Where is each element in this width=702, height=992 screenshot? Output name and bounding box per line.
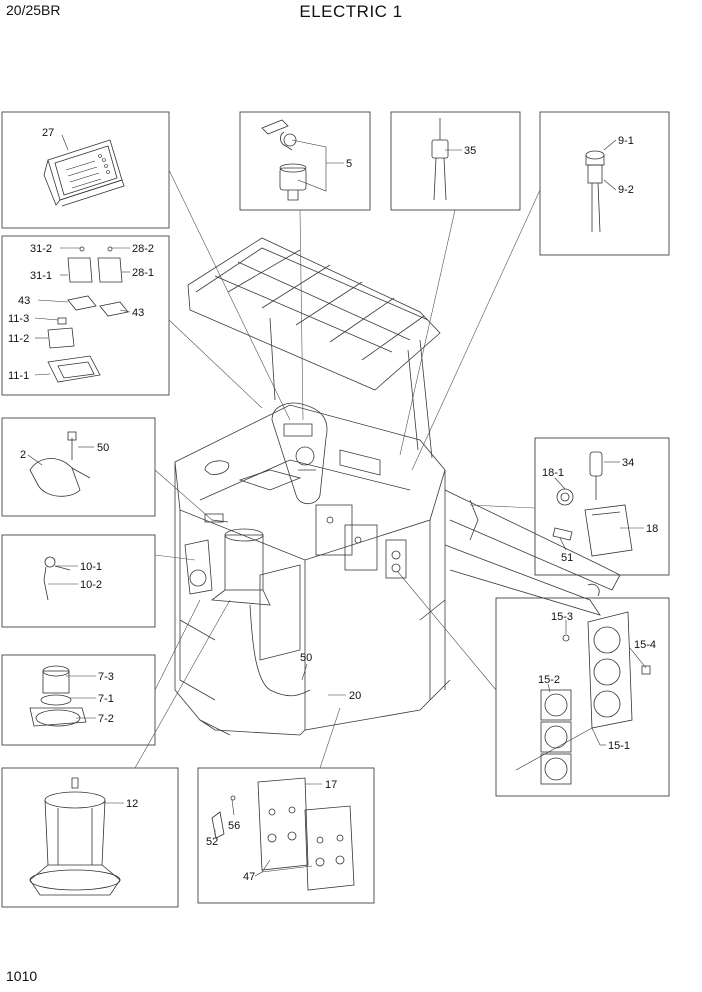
detail-box-fan-assembly xyxy=(495,597,670,797)
part-label-5: 5 xyxy=(346,158,352,170)
part-label-50-top: 50 xyxy=(97,442,109,454)
installed-wiring xyxy=(204,513,311,697)
part-label-15-2: 15-2 xyxy=(538,674,560,686)
detail-box-sensor xyxy=(1,534,156,628)
part-label-31-2: 31-2 xyxy=(30,243,52,255)
part-label-43-left: 43 xyxy=(18,295,30,307)
part-label-51: 51 xyxy=(561,552,573,564)
part-label-18-1: 18-1 xyxy=(542,467,564,479)
part-label-17: 17 xyxy=(325,779,337,791)
detail-box-toggle-switch xyxy=(390,111,521,211)
part-leaders xyxy=(27,134,647,877)
part-label-35: 35 xyxy=(464,145,476,157)
installed-controllers xyxy=(315,504,407,579)
part-label-28-1: 28-1 xyxy=(132,267,154,279)
horn-assembly-drawing xyxy=(552,451,633,557)
part-label-15-4: 15-4 xyxy=(634,639,656,651)
detail-box-motor-sensor xyxy=(1,654,156,746)
part-label-52: 52 xyxy=(206,836,218,848)
sensor-drawing xyxy=(43,556,71,601)
part-label-10-1: 10-1 xyxy=(80,561,102,573)
part-label-11-1: 11-1 xyxy=(8,370,29,382)
part-label-12: 12 xyxy=(126,798,138,810)
overhead-guard xyxy=(187,237,441,459)
fork-legs xyxy=(444,489,621,616)
model-label: 20/25BR xyxy=(6,2,61,18)
foot-switch-drawing xyxy=(29,431,91,497)
detail-box-horn-assembly xyxy=(534,437,670,576)
part-label-11-2: 11-2 xyxy=(8,333,29,345)
display-unit-drawing xyxy=(43,139,125,207)
part-label-27: 27 xyxy=(42,127,54,139)
part-label-50-bottom: 50 xyxy=(300,652,312,664)
steering-tiller xyxy=(271,402,328,505)
part-label-28-2: 28-2 xyxy=(132,243,154,255)
part-label-18: 18 xyxy=(646,523,658,535)
part-label-7-3: 7-3 xyxy=(98,671,114,683)
part-labels: 27 5 35 9-1 9-2 31-2 28-2 31-1 28-1 43 4… xyxy=(8,127,658,883)
fan-assembly-drawing xyxy=(540,611,651,785)
part-label-31-1: 31-1 xyxy=(30,270,52,282)
toggle-switch-drawing xyxy=(431,118,449,201)
part-label-7-1: 7-1 xyxy=(98,693,114,705)
part-label-20: 20 xyxy=(349,690,361,702)
part-label-9-2: 9-2 xyxy=(618,184,634,196)
page-title: ELECTRIC 1 xyxy=(299,2,403,21)
push-button-drawing xyxy=(585,150,605,233)
part-label-56: 56 xyxy=(228,820,240,832)
drive-motor-drawing xyxy=(29,777,121,896)
detail-box-controllers xyxy=(197,767,375,904)
page-number: 1010 xyxy=(6,968,38,984)
part-label-7-2: 7-2 xyxy=(98,713,114,725)
cabin-body xyxy=(174,404,451,736)
part-label-9-1: 9-1 xyxy=(618,135,634,147)
part-label-34: 34 xyxy=(622,457,634,469)
installed-motor xyxy=(184,528,271,606)
part-label-15-1: 15-1 xyxy=(608,740,630,752)
part-label-11-3: 11-3 xyxy=(8,313,29,325)
detail-box-push-button xyxy=(539,111,670,256)
part-label-10-2: 10-2 xyxy=(80,579,102,591)
switch-housing-drawing xyxy=(47,246,129,383)
part-label-47: 47 xyxy=(243,871,255,883)
key-switch-drawing xyxy=(261,119,307,201)
part-label-2: 2 xyxy=(20,449,26,461)
machine-frame xyxy=(174,237,621,736)
part-label-43-right: 43 xyxy=(132,307,144,319)
detail-box-switch-housing xyxy=(1,235,170,396)
part-label-15-3: 15-3 xyxy=(551,611,573,623)
detail-box-key-switch xyxy=(239,111,371,211)
detail-box-display xyxy=(1,111,170,229)
motor-sensor-drawing xyxy=(29,665,87,727)
detail-box-motor xyxy=(1,767,179,908)
leader-lines xyxy=(134,169,541,769)
detail-box-foot-switch xyxy=(1,417,156,517)
controllers-drawing xyxy=(211,777,355,891)
